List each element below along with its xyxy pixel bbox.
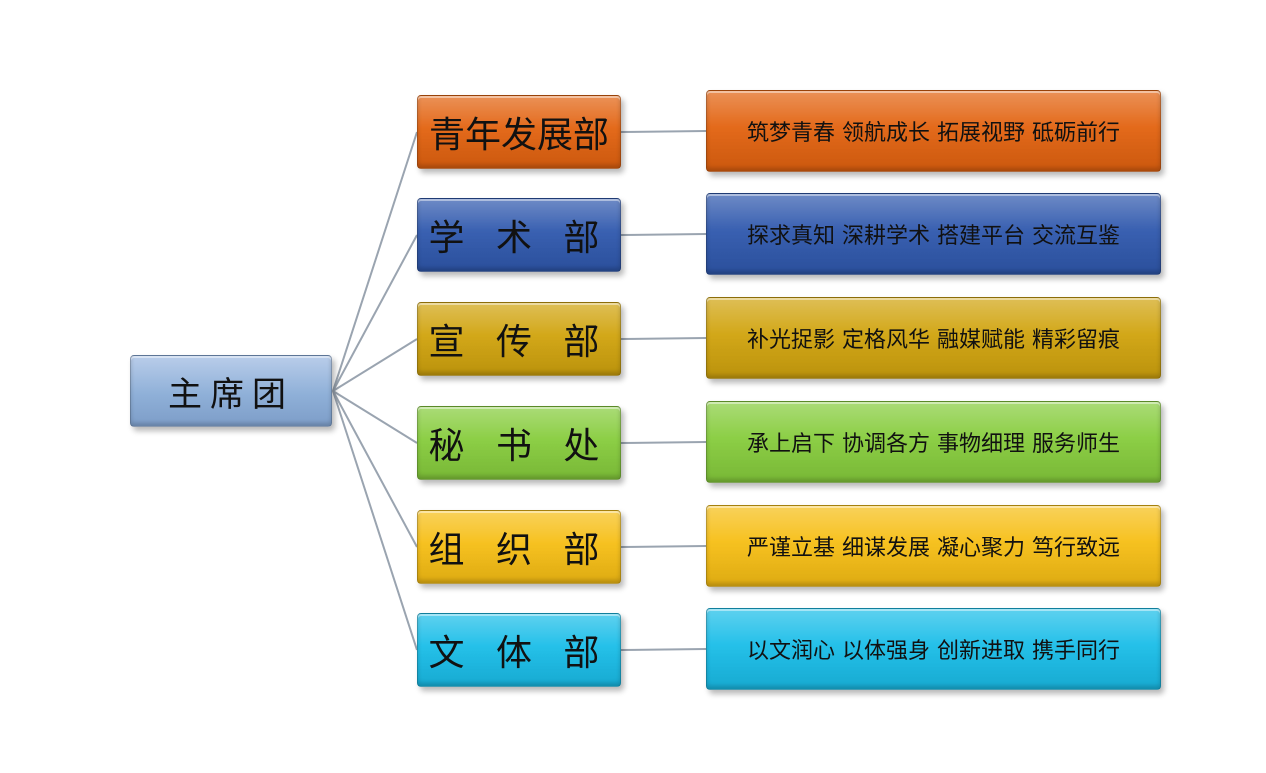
dept-node-youth-development: 青年发展部 <box>417 95 621 169</box>
link-line-youth-development <box>620 130 707 133</box>
link-line-organization <box>620 545 707 548</box>
root-node-presidium: 主席团 <box>130 355 332 427</box>
branch-line-secretariat <box>332 390 418 444</box>
motto-box-publicity: 补光捉影 定格风华 融媒赋能 精彩留痕 <box>706 297 1161 379</box>
branch-line-publicity <box>332 338 418 392</box>
dept-node-organization: 组 织 部 <box>417 510 621 584</box>
link-line-secretariat <box>620 441 707 444</box>
link-line-academic <box>620 233 707 236</box>
motto-box-youth-development: 筑梦青春 领航成长 拓展视野 砥砺前行 <box>706 90 1161 172</box>
motto-box-culture-sports: 以文润心 以体强身 创新进取 携手同行 <box>706 608 1161 690</box>
dept-node-publicity: 宣 传 部 <box>417 302 621 376</box>
motto-box-academic: 探求真知 深耕学术 搭建平台 交流互鉴 <box>706 193 1161 275</box>
link-line-culture-sports <box>620 648 707 651</box>
motto-box-secretariat: 承上启下 协调各方 事物细理 服务师生 <box>706 401 1161 483</box>
dept-node-culture-sports: 文 体 部 <box>417 613 621 687</box>
motto-box-organization: 严谨立基 细谋发展 凝心聚力 笃行致远 <box>706 505 1161 587</box>
branch-line-culture-sports <box>332 390 418 651</box>
branch-line-youth-development <box>332 131 418 392</box>
branch-line-organization <box>332 390 418 548</box>
dept-node-academic: 学 术 部 <box>417 198 621 272</box>
link-line-publicity <box>620 337 707 340</box>
dept-node-secretariat: 秘 书 处 <box>417 406 621 480</box>
branch-line-academic <box>332 234 418 392</box>
